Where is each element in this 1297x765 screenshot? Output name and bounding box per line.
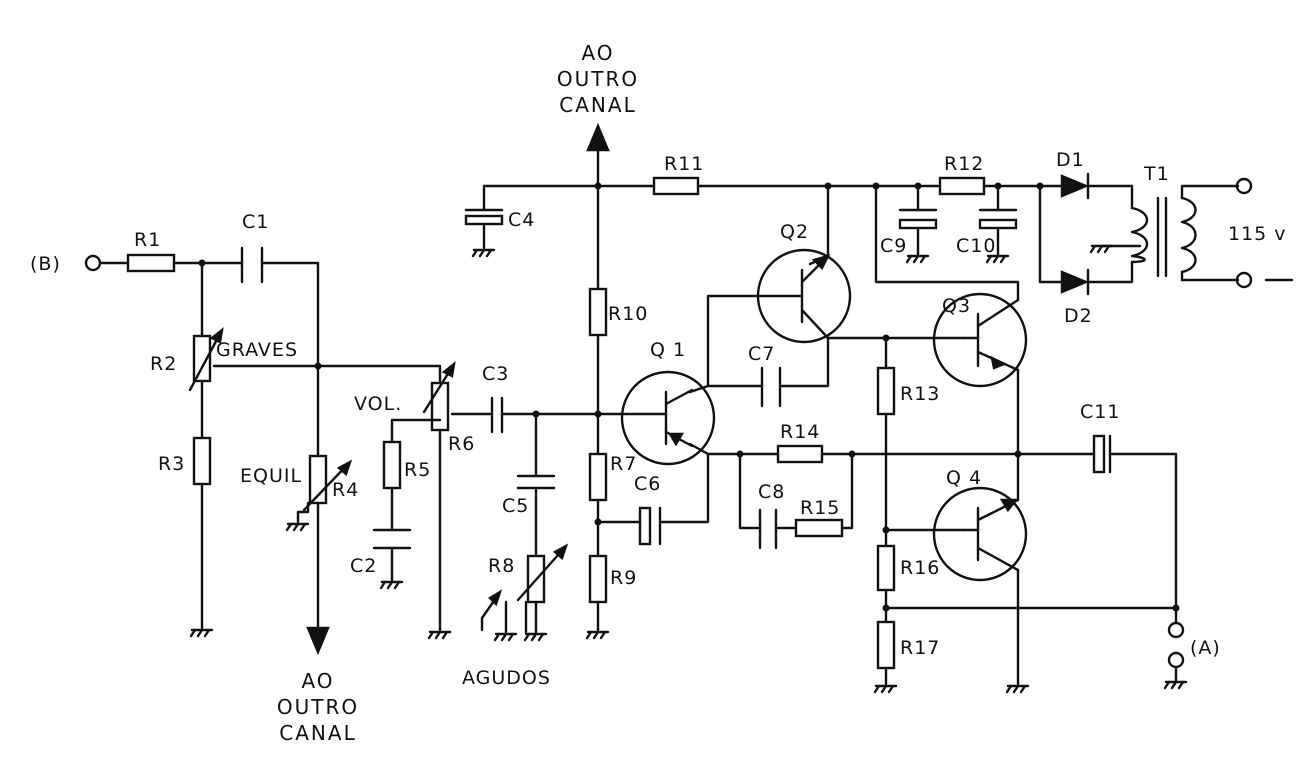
label-q2: Q2 (780, 221, 809, 243)
label-c11: C11 (1080, 401, 1120, 423)
label-agudos: AGUDOS (462, 667, 551, 689)
label-d2: D2 (1064, 305, 1093, 327)
capacitor-c1 (240, 246, 264, 284)
transformer-t1 (1130, 196, 1197, 278)
label-input-b: (B) (30, 253, 61, 275)
resistor-r15 (794, 518, 844, 538)
labels: AO OUTRO CANAL AO OUTRO CANAL (B) (A) GR… (30, 41, 1287, 745)
label-r9: R9 (610, 567, 637, 589)
resistor-r3 (192, 436, 212, 486)
label-equil: EQUIL (240, 465, 302, 487)
resistor-r6 (430, 381, 450, 432)
transistor-q3 (932, 292, 1028, 388)
label-r12: R12 (944, 153, 984, 175)
label-c1: C1 (242, 211, 269, 233)
capacitor-c7 (760, 366, 782, 408)
resistor-r13 (876, 366, 896, 416)
diode-d2 (1060, 268, 1090, 296)
label-r5: R5 (404, 459, 431, 481)
resistor-r9 (588, 554, 608, 604)
label-bottom-canal: CANAL (279, 721, 356, 745)
label-vol: VOL. (354, 393, 402, 415)
label-top-canal: CANAL (559, 93, 636, 117)
label-c3: C3 (482, 363, 509, 385)
label-c6: C6 (634, 473, 661, 495)
capacitor-c10 (978, 208, 1018, 230)
capacitor-c8 (758, 508, 778, 550)
junctions (198, 182, 1180, 612)
label-graves: GRAVES (216, 339, 298, 361)
label-q4: Q 4 (946, 467, 982, 489)
transistors (620, 248, 1028, 582)
capacitors (240, 208, 1112, 550)
label-r16: R16 (900, 557, 940, 579)
resistor-r10 (588, 287, 608, 337)
label-r14: R14 (780, 421, 820, 443)
label-r4: R4 (332, 479, 359, 501)
resistor-r12 (938, 176, 986, 196)
wires (98, 146, 1240, 686)
resistor-r7 (588, 452, 608, 502)
resistor-r1 (126, 253, 176, 273)
transistor-q1 (620, 370, 716, 466)
capacitor-c3 (490, 396, 504, 434)
label-r17: R17 (900, 637, 940, 659)
label-t1: T1 (1143, 163, 1170, 185)
label-bottom-outro: OUTRO (277, 695, 359, 719)
capacitor-c11 (1092, 434, 1112, 474)
label-c9: C9 (880, 235, 907, 257)
label-r15: R15 (800, 497, 840, 519)
arrow-down-icon (306, 626, 330, 656)
label-r3: R3 (158, 453, 185, 475)
label-r1: R1 (134, 229, 161, 251)
label-d1: D1 (1056, 149, 1085, 171)
label-q3: Q3 (942, 295, 971, 317)
label-c10: C10 (956, 235, 996, 257)
label-r10: R10 (608, 303, 648, 325)
resistor-r5 (382, 440, 402, 490)
label-voltage: 115 v (1228, 223, 1287, 245)
resistor-r8 (526, 554, 546, 604)
label-r7: R7 (610, 453, 637, 475)
label-bottom-ao: AO (301, 669, 334, 693)
resistor-r14 (776, 444, 824, 464)
label-c8: C8 (758, 481, 785, 503)
terminals (84, 177, 1294, 669)
label-r13: R13 (900, 383, 940, 405)
resistor-r11 (652, 176, 700, 196)
arrow-up-icon (586, 122, 610, 152)
resistor-r4 (308, 454, 328, 505)
label-r11: R11 (664, 153, 704, 175)
capacitor-c4 (464, 208, 504, 226)
resistor-r17 (876, 620, 896, 670)
transistor-q2 (756, 248, 852, 344)
capacitor-c5 (516, 474, 556, 490)
resistors (126, 176, 986, 670)
capacitor-c6 (638, 506, 662, 546)
diodes (1060, 172, 1090, 296)
label-c7: C7 (748, 343, 775, 365)
label-r6: R6 (448, 433, 475, 455)
label-c4: C4 (508, 209, 535, 231)
label-r2: R2 (150, 353, 177, 375)
resistor-r2 (192, 334, 212, 383)
label-r8: R8 (488, 555, 515, 577)
diode-d1 (1060, 172, 1090, 200)
capacitor-c9 (898, 208, 938, 230)
label-q1: Q 1 (650, 339, 686, 361)
label-top-outro: OUTRO (557, 67, 639, 91)
resistor-r16 (876, 544, 896, 592)
label-output-a: (A) (1190, 637, 1221, 659)
label-c5: C5 (502, 495, 529, 517)
transistor-q4 (932, 486, 1028, 582)
label-top-ao: AO (581, 41, 614, 65)
label-c2: C2 (350, 555, 377, 577)
capacitor-c2 (372, 528, 412, 550)
